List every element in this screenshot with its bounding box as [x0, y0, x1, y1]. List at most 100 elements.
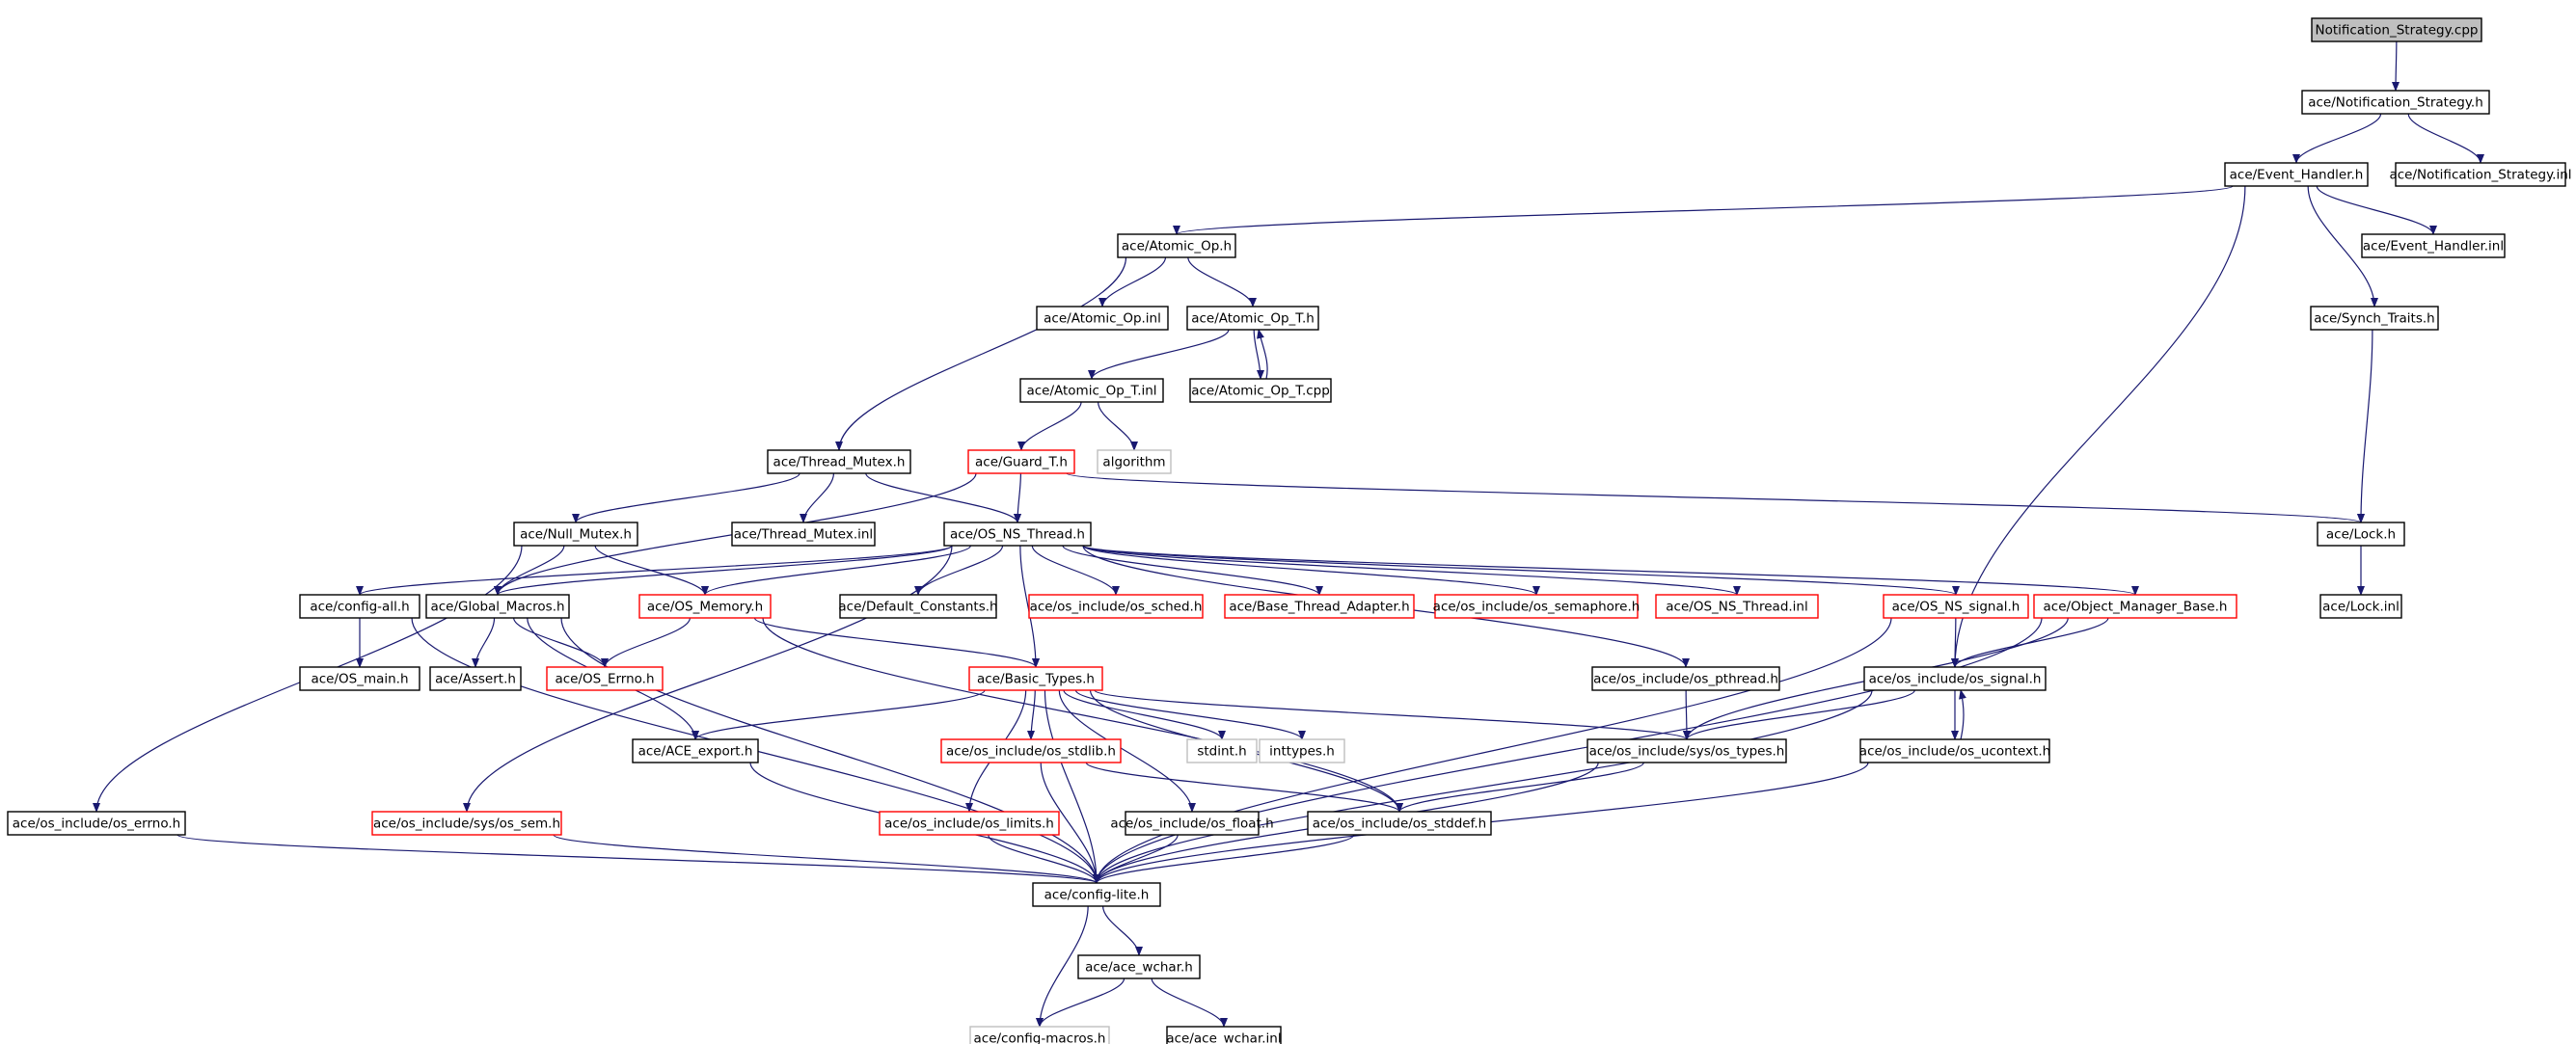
graph-node[interactable]: ace/Atomic_Op.inl — [1036, 306, 1169, 331]
node-box — [731, 522, 876, 547]
edge-n47-n48 — [1036, 977, 1125, 1028]
node-box — [2033, 594, 2237, 619]
edge-n42-n46 — [553, 834, 1100, 884]
node-label: ace/os_include/os_ucontext.h — [1859, 744, 2050, 760]
graph-node[interactable]: ace/Thread_Mutex.inl — [731, 522, 876, 547]
graph-node[interactable]: ace/os_include/os_errno.h — [7, 811, 186, 836]
graph-node[interactable]: ace/OS_NS_Thread.inl — [1655, 594, 1819, 619]
edge-n16-n20 — [701, 545, 971, 596]
graph-node[interactable]: ace/OS_Memory.h — [638, 594, 772, 619]
edge-n1-n3 — [2407, 113, 2484, 164]
node-box — [967, 449, 1075, 474]
graph-node[interactable]: ace/OS_Errno.h — [546, 666, 664, 691]
edge-n32-n46 — [1044, 689, 1100, 884]
graph-node[interactable]: ace/os_include/os_float.h — [1110, 811, 1274, 836]
node-label: ace/Global_Macros.h — [430, 600, 564, 615]
edge-n34-n39 — [1683, 689, 1915, 740]
graph-node[interactable]: ace/Lock.inl — [2319, 594, 2402, 619]
node-label: ace/Atomic_Op_T.cpp — [1191, 384, 1330, 399]
edge-n9-n12 — [1017, 401, 1082, 451]
graph-node[interactable]: ace/config-all.h — [299, 594, 420, 619]
edge-n43-n46 — [988, 834, 1100, 884]
edge-n19-n31 — [513, 617, 609, 668]
node-label: ace/Event_Handler.inl — [2363, 239, 2504, 254]
edge-n10-n8 — [1257, 329, 1268, 380]
node-label: ace/Lock.h — [2326, 527, 2396, 543]
graph-node[interactable]: ace/os_include/os_ucontext.h — [1859, 738, 2050, 763]
node-box — [1186, 306, 1319, 331]
node-label: ace/os_include/os_float.h — [1110, 816, 1273, 832]
edge-n16-n23 — [1062, 545, 1323, 596]
graph-node[interactable]: ace/os_include/os_sched.h — [1028, 594, 1204, 619]
edge-n6-n17 — [2357, 329, 2373, 523]
edge-n34-n46 — [1093, 689, 1873, 884]
node-label: ace/os_include/os_signal.h — [1869, 672, 2042, 687]
graph-node[interactable]: ace/Atomic_Op_T.inl — [1019, 378, 1164, 403]
graph-node: inttypes.h — [1259, 738, 1345, 763]
graph-node: ace/config-macros.h — [969, 1026, 1110, 1044]
graph-node[interactable]: ace/Thread_Mutex.h — [767, 449, 911, 474]
graph-node[interactable]: ace/Event_Handler.h — [2224, 162, 2369, 187]
graph-node[interactable]: ace/os_include/sys/os_sem.h — [371, 811, 562, 836]
graph-node[interactable]: ace/os_include/os_signal.h — [1863, 666, 2047, 691]
edge-n27-n34 — [1951, 617, 2109, 668]
node-label: ace/Notification_Strategy.h — [2308, 95, 2483, 111]
node-box — [1307, 811, 1492, 836]
graph-node[interactable]: ace/os_include/os_stddef.h — [1307, 811, 1492, 836]
edge-n16-n25 — [1082, 545, 1741, 596]
node-box — [1097, 449, 1172, 474]
edge-n16-n21 — [914, 545, 1004, 596]
edge-n11-n16 — [865, 472, 1021, 523]
node-label: ace/os_include/os_errno.h — [13, 816, 180, 832]
graph-node[interactable]: ace/os_include/os_stdlib.h — [940, 738, 1122, 763]
graph-node[interactable]: ace/Global_Macros.h — [425, 594, 570, 619]
graph-node[interactable]: ace/Object_Manager_Base.h — [2033, 594, 2237, 619]
graph-node[interactable]: ace/Guard_T.h — [967, 449, 1075, 474]
edge-n9-n13 — [1098, 401, 1138, 451]
graph-node[interactable]: ace/Notification_Strategy.inl — [2389, 162, 2572, 187]
graph-node[interactable]: ace/Lock.h — [2317, 522, 2405, 547]
graph-node[interactable]: ace/Atomic_Op_T.h — [1186, 306, 1319, 331]
node-label: ace/OS_main.h — [311, 672, 408, 687]
graph-node[interactable]: ace/config-lite.h — [1032, 882, 1161, 907]
graph-node[interactable]: ace/os_include/os_pthread.h — [1591, 666, 1780, 691]
node-box — [371, 811, 562, 836]
node-label: ace/Null_Mutex.h — [520, 527, 632, 543]
graph-node[interactable]: ace/Notification_Strategy.h — [2301, 90, 2490, 115]
graph-node: Notification_Strategy.cpp — [2311, 17, 2482, 42]
node-label: ace/os_include/os_pthread.h — [1593, 672, 1778, 687]
edge-n14-n19 — [494, 545, 565, 596]
edge-n32-n37 — [1063, 689, 1226, 740]
node-box — [1591, 666, 1780, 691]
graph-node[interactable]: ace/Synch_Traits.h — [2310, 306, 2439, 331]
graph-node[interactable]: ace/OS_main.h — [299, 666, 420, 691]
graph-node[interactable]: ace/Assert.h — [429, 666, 522, 691]
edge-n32-n35 — [691, 689, 986, 740]
graph-node[interactable]: ace/ace_wchar.inl — [1166, 1026, 1282, 1044]
edge-n11-n15 — [800, 472, 835, 523]
edge-n16-n42 — [463, 545, 953, 813]
graph-node[interactable]: ace/Base_Thread_Adapter.h — [1224, 594, 1415, 619]
graph-node[interactable]: ace/Atomic_Op.h — [1117, 233, 1236, 258]
graph-node[interactable]: ace/Atomic_Op_T.cpp — [1189, 378, 1332, 403]
graph-node[interactable]: ace/ace_wchar.h — [1077, 954, 1201, 979]
graph-node[interactable]: ace/Event_Handler.inl — [2361, 233, 2506, 258]
node-box — [1019, 378, 1164, 403]
graph-node[interactable]: ace/OS_NS_Thread.h — [943, 522, 1092, 547]
node-box — [1883, 594, 2029, 619]
node-label: ace/Atomic_Op_T.h — [1191, 311, 1315, 327]
node-label: ace/ACE_export.h — [638, 744, 753, 760]
node-box — [1036, 306, 1169, 331]
graph-node[interactable]: ace/OS_NS_signal.h — [1883, 594, 2029, 619]
graph-node[interactable]: ace/Null_Mutex.h — [513, 522, 638, 547]
graph-node[interactable]: ace/Basic_Types.h — [968, 666, 1103, 691]
node-box — [1586, 738, 1787, 763]
graph-node[interactable]: ace/os_include/os_semaphore.h — [1433, 594, 1641, 619]
node-box — [1863, 666, 2047, 691]
graph-node[interactable]: ace/Default_Constants.h — [838, 594, 998, 619]
edge-n32-n38 — [1074, 689, 1306, 740]
graph-node[interactable]: ace/os_include/sys/os_types.h — [1586, 738, 1787, 763]
graph-node[interactable]: ace/os_include/os_limits.h — [879, 811, 1060, 836]
node-label: ace/Thread_Mutex.inl — [734, 527, 873, 543]
graph-node[interactable]: ace/ACE_export.h — [632, 738, 759, 763]
